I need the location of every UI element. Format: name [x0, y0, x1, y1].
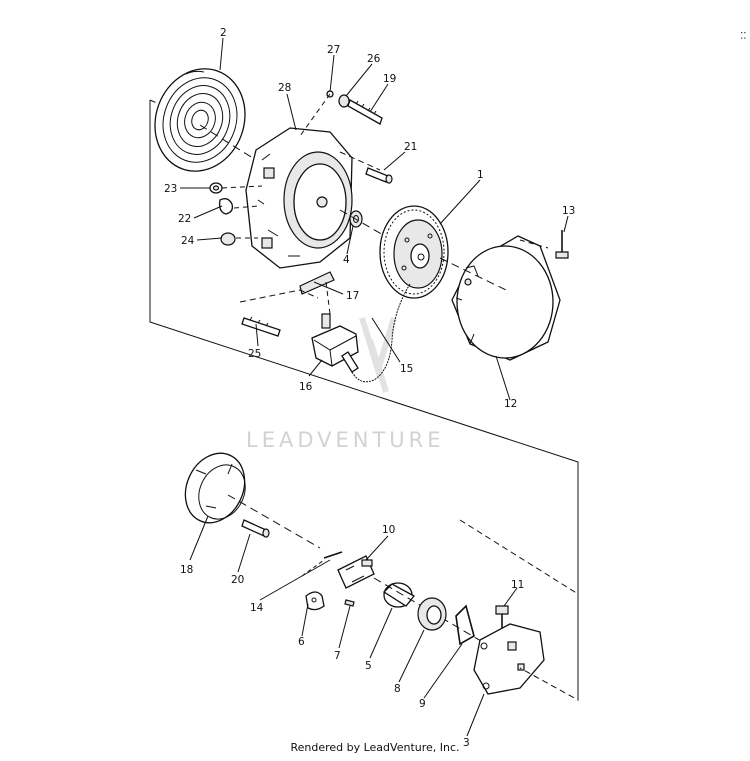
- bolt-assembly-parts-27-26-19: [299, 90, 383, 137]
- outer-cover-part-12: [439, 235, 561, 361]
- ratchet-assembly-part-10: [337, 555, 375, 589]
- cup-part-18: [184, 452, 321, 549]
- callout-9: 9: [419, 698, 426, 710]
- corner-mark: ::: [738, 30, 748, 41]
- bolt-part-25: [239, 289, 319, 337]
- callout-25: 25: [248, 348, 261, 360]
- callout-6: 6: [298, 636, 305, 648]
- washer-part-4: [339, 209, 431, 263]
- callout-26: 26: [367, 53, 381, 65]
- callout-17: 17: [346, 290, 359, 302]
- callout-10: 10: [382, 524, 395, 536]
- spring-part-9: [455, 604, 475, 646]
- screw-part-21: [365, 167, 393, 184]
- bolt-part-20: [241, 519, 270, 538]
- footer-credit: Rendered by LeadVenture, Inc.: [290, 741, 460, 754]
- leader-lines: [180, 37, 569, 737]
- cam-part-5: [373, 577, 521, 665]
- callout-15: 15: [400, 363, 413, 375]
- pulley-part-1: [379, 205, 449, 299]
- spring-part-14: [301, 551, 343, 577]
- callout-27: 27: [327, 44, 340, 56]
- starter-rope-part-15: [351, 283, 411, 383]
- callout-18: 18: [180, 564, 193, 576]
- watermark-text: LEADVENTURE: [246, 428, 445, 452]
- washer-part-8: [417, 597, 447, 631]
- callout-numbers: 2 27 26 19 28 21 1 13 23 22 24 4 17 25 1…: [164, 27, 575, 749]
- pin-part-7: [344, 599, 355, 607]
- callout-8: 8: [394, 683, 401, 695]
- callout-1: 1: [477, 169, 484, 181]
- bracket-part-3: [459, 519, 579, 701]
- leadventure-watermark: LEADVENTURE: [246, 317, 445, 452]
- screw-part-11: [495, 605, 509, 628]
- callout-12: 12: [504, 398, 517, 410]
- callout-5: 5: [365, 660, 372, 672]
- callout-3: 3: [463, 737, 470, 749]
- handle-part-16: [311, 313, 359, 373]
- callout-2: 2: [220, 27, 227, 39]
- callout-4: 4: [343, 254, 350, 266]
- callout-13: 13: [562, 205, 575, 217]
- screw-part-13: [555, 230, 569, 259]
- callout-21: 21: [404, 141, 417, 153]
- callout-7: 7: [334, 650, 341, 662]
- callout-24: 24: [181, 235, 195, 247]
- callout-11: 11: [511, 579, 524, 591]
- callout-16: 16: [299, 381, 313, 393]
- pawl-part-6: [305, 591, 325, 611]
- callout-22: 22: [178, 213, 191, 225]
- callout-20: 20: [231, 574, 244, 586]
- starter-housing-part-28: [245, 127, 381, 269]
- callout-23: 23: [164, 183, 177, 195]
- callout-19: 19: [383, 73, 396, 85]
- callout-14: 14: [250, 602, 264, 614]
- plate-part-17: [299, 271, 335, 315]
- callout-28: 28: [278, 82, 291, 94]
